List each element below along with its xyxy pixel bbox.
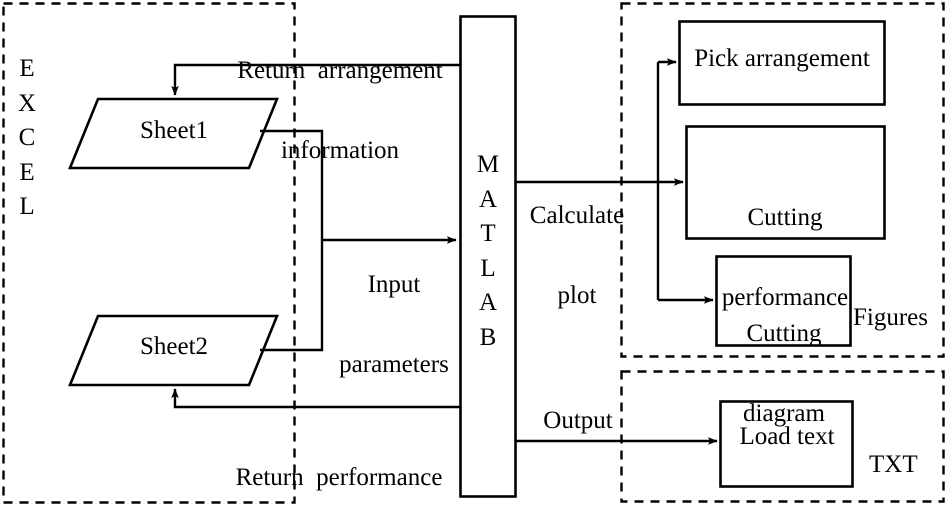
edge-label-input-parameters-line1: Input [367,271,421,298]
edge-label-return-performance-line1: Return performance [235,464,443,491]
edge-label-calculate-plot: Calculate plot [519,150,635,362]
excel-letter-5: L [19,193,35,220]
group-figures-dashed-border [620,2,945,358]
cutting-diagram-label-line1: Cutting [746,320,822,347]
edge-return-performance [171,388,460,409]
sheet1-label: Sheet1 [139,117,209,144]
edge-sheet2-to-trunk [260,240,324,352]
edge-label-return-arrangement-line1: Return arrangement [237,57,443,84]
edge-label-return-performance: Return performance information [214,412,464,507]
matlab-letter-6: B [479,323,497,351]
matlab-letter-4: L [480,254,496,282]
sheet2-parallelogram [68,314,279,387]
excel-letter-4: E [19,158,35,186]
group-txt-dashed-border [620,370,945,503]
load-text-label: Load text [739,423,835,450]
cutting-performance-box [685,125,886,240]
edge-label-input-parameters-line2: parameters [339,350,449,378]
matlab-letter-3: T [480,220,496,247]
edge-label-input-parameters: Input parameters [330,219,458,431]
matlab-letter-5: A [478,289,498,316]
group-label-figures: Figures [853,304,928,331]
edge-label-return-arrangement: Return arrangement information [215,5,465,217]
sheet2-label: Sheet2 [139,333,209,360]
cutting-diagram-box [715,255,852,347]
group-excel-dashed-border [2,2,296,504]
edge-label-calculate-plot-line1: Calculate [529,202,625,229]
cutting-performance-label: Cutting performance [686,152,884,364]
sheet1-parallelogram [68,97,279,170]
cutting-diagram-label: Cutting diagram [717,268,851,480]
pick-arrangement-label: Pick arrangement [694,45,870,72]
group-label-txt: TXT [869,451,918,478]
cutting-diagram-label-line2: diagram [743,399,825,427]
load-text-box [719,400,854,488]
matlab-letter-2: A [478,185,498,213]
cutting-performance-label-line2: performance [721,283,849,311]
edge-label-return-arrangement-line2: information [280,136,400,164]
excel-letter-3: C [18,124,36,151]
edge-return-arrangement [171,63,460,96]
excel-letter-1: E [19,55,35,82]
excel-letter-2: X [17,89,37,117]
pick-arrangement-box [678,20,886,106]
edge-label-output: Output [543,407,613,434]
matlab-box [459,15,517,498]
group-label-excel: E X C E L [10,52,44,225]
cutting-performance-label-line1: Cutting [747,204,823,231]
edge-label-calculate-plot-line2: plot [557,281,597,309]
matlab-label: M A T L A B [460,148,516,355]
matlab-letter-1: M [476,151,500,178]
edge-sheet1-to-trunk [260,129,324,240]
